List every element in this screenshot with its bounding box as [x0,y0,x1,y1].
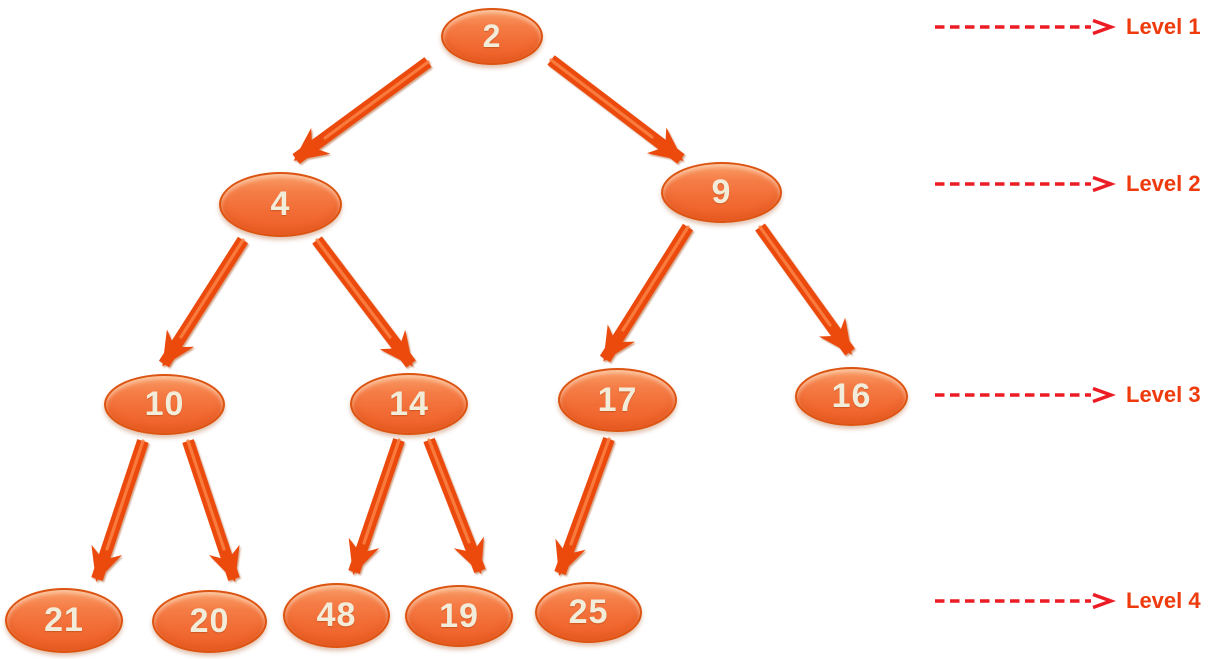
tree-node-9: 9 [661,162,782,223]
node-value: 25 [568,593,609,631]
level-3-indicator: Level 3 [932,382,1201,408]
node-value: 4 [270,185,291,223]
tree-node-10: 10 [104,374,225,435]
tree-node-48: 48 [283,583,390,648]
tree-node-17: 17 [558,368,677,432]
level-1-label: Level 1 [1126,14,1201,39]
tree-node-19: 19 [405,585,513,647]
edge-4-to-14 [312,236,416,368]
node-value: 2 [482,18,502,54]
level-4-indicator: Level 4 [932,588,1201,614]
node-value: 16 [831,377,872,415]
tree-node-16: 16 [795,367,908,426]
level-4-label: Level 4 [1126,588,1201,613]
node-value: 21 [44,601,84,639]
edge-10-to-21 [91,439,149,582]
edge-2-to-9 [547,55,685,164]
edge-9-to-16 [755,223,855,356]
node-value: 48 [316,596,357,634]
edge-4-to-10 [158,236,249,368]
node-value: 17 [597,380,638,419]
edge-17-to-25 [554,436,615,576]
tree-node-20: 20 [152,590,267,653]
tree-node-25: 25 [535,582,642,643]
edge-14-to-19 [423,437,486,574]
dashed-arrow-icon [935,592,1117,610]
dashed-arrow-icon [935,18,1117,36]
node-value: 10 [144,385,185,423]
level-1-indicator: Level 1 [932,14,1201,40]
level-2-label: Level 2 [1126,171,1201,196]
tree-node-21: 21 [5,588,123,653]
node-value: 19 [439,596,479,635]
dashed-arrow-icon [935,175,1117,193]
tree-node-14: 14 [350,373,468,435]
node-value: 9 [711,173,732,211]
edge-14-to-48 [348,438,405,575]
level-3-label: Level 3 [1126,382,1201,407]
edge-2-to-4 [292,57,432,164]
tree-node-4: 4 [219,172,342,237]
edge-10-to-20 [182,439,240,582]
node-value: 20 [189,602,230,640]
level-2-indicator: Level 2 [932,171,1201,197]
node-value: 14 [389,384,429,423]
edge-9-to-17 [599,223,694,363]
tree-node-2: 2 [441,8,543,65]
dashed-arrow-icon [935,386,1117,404]
